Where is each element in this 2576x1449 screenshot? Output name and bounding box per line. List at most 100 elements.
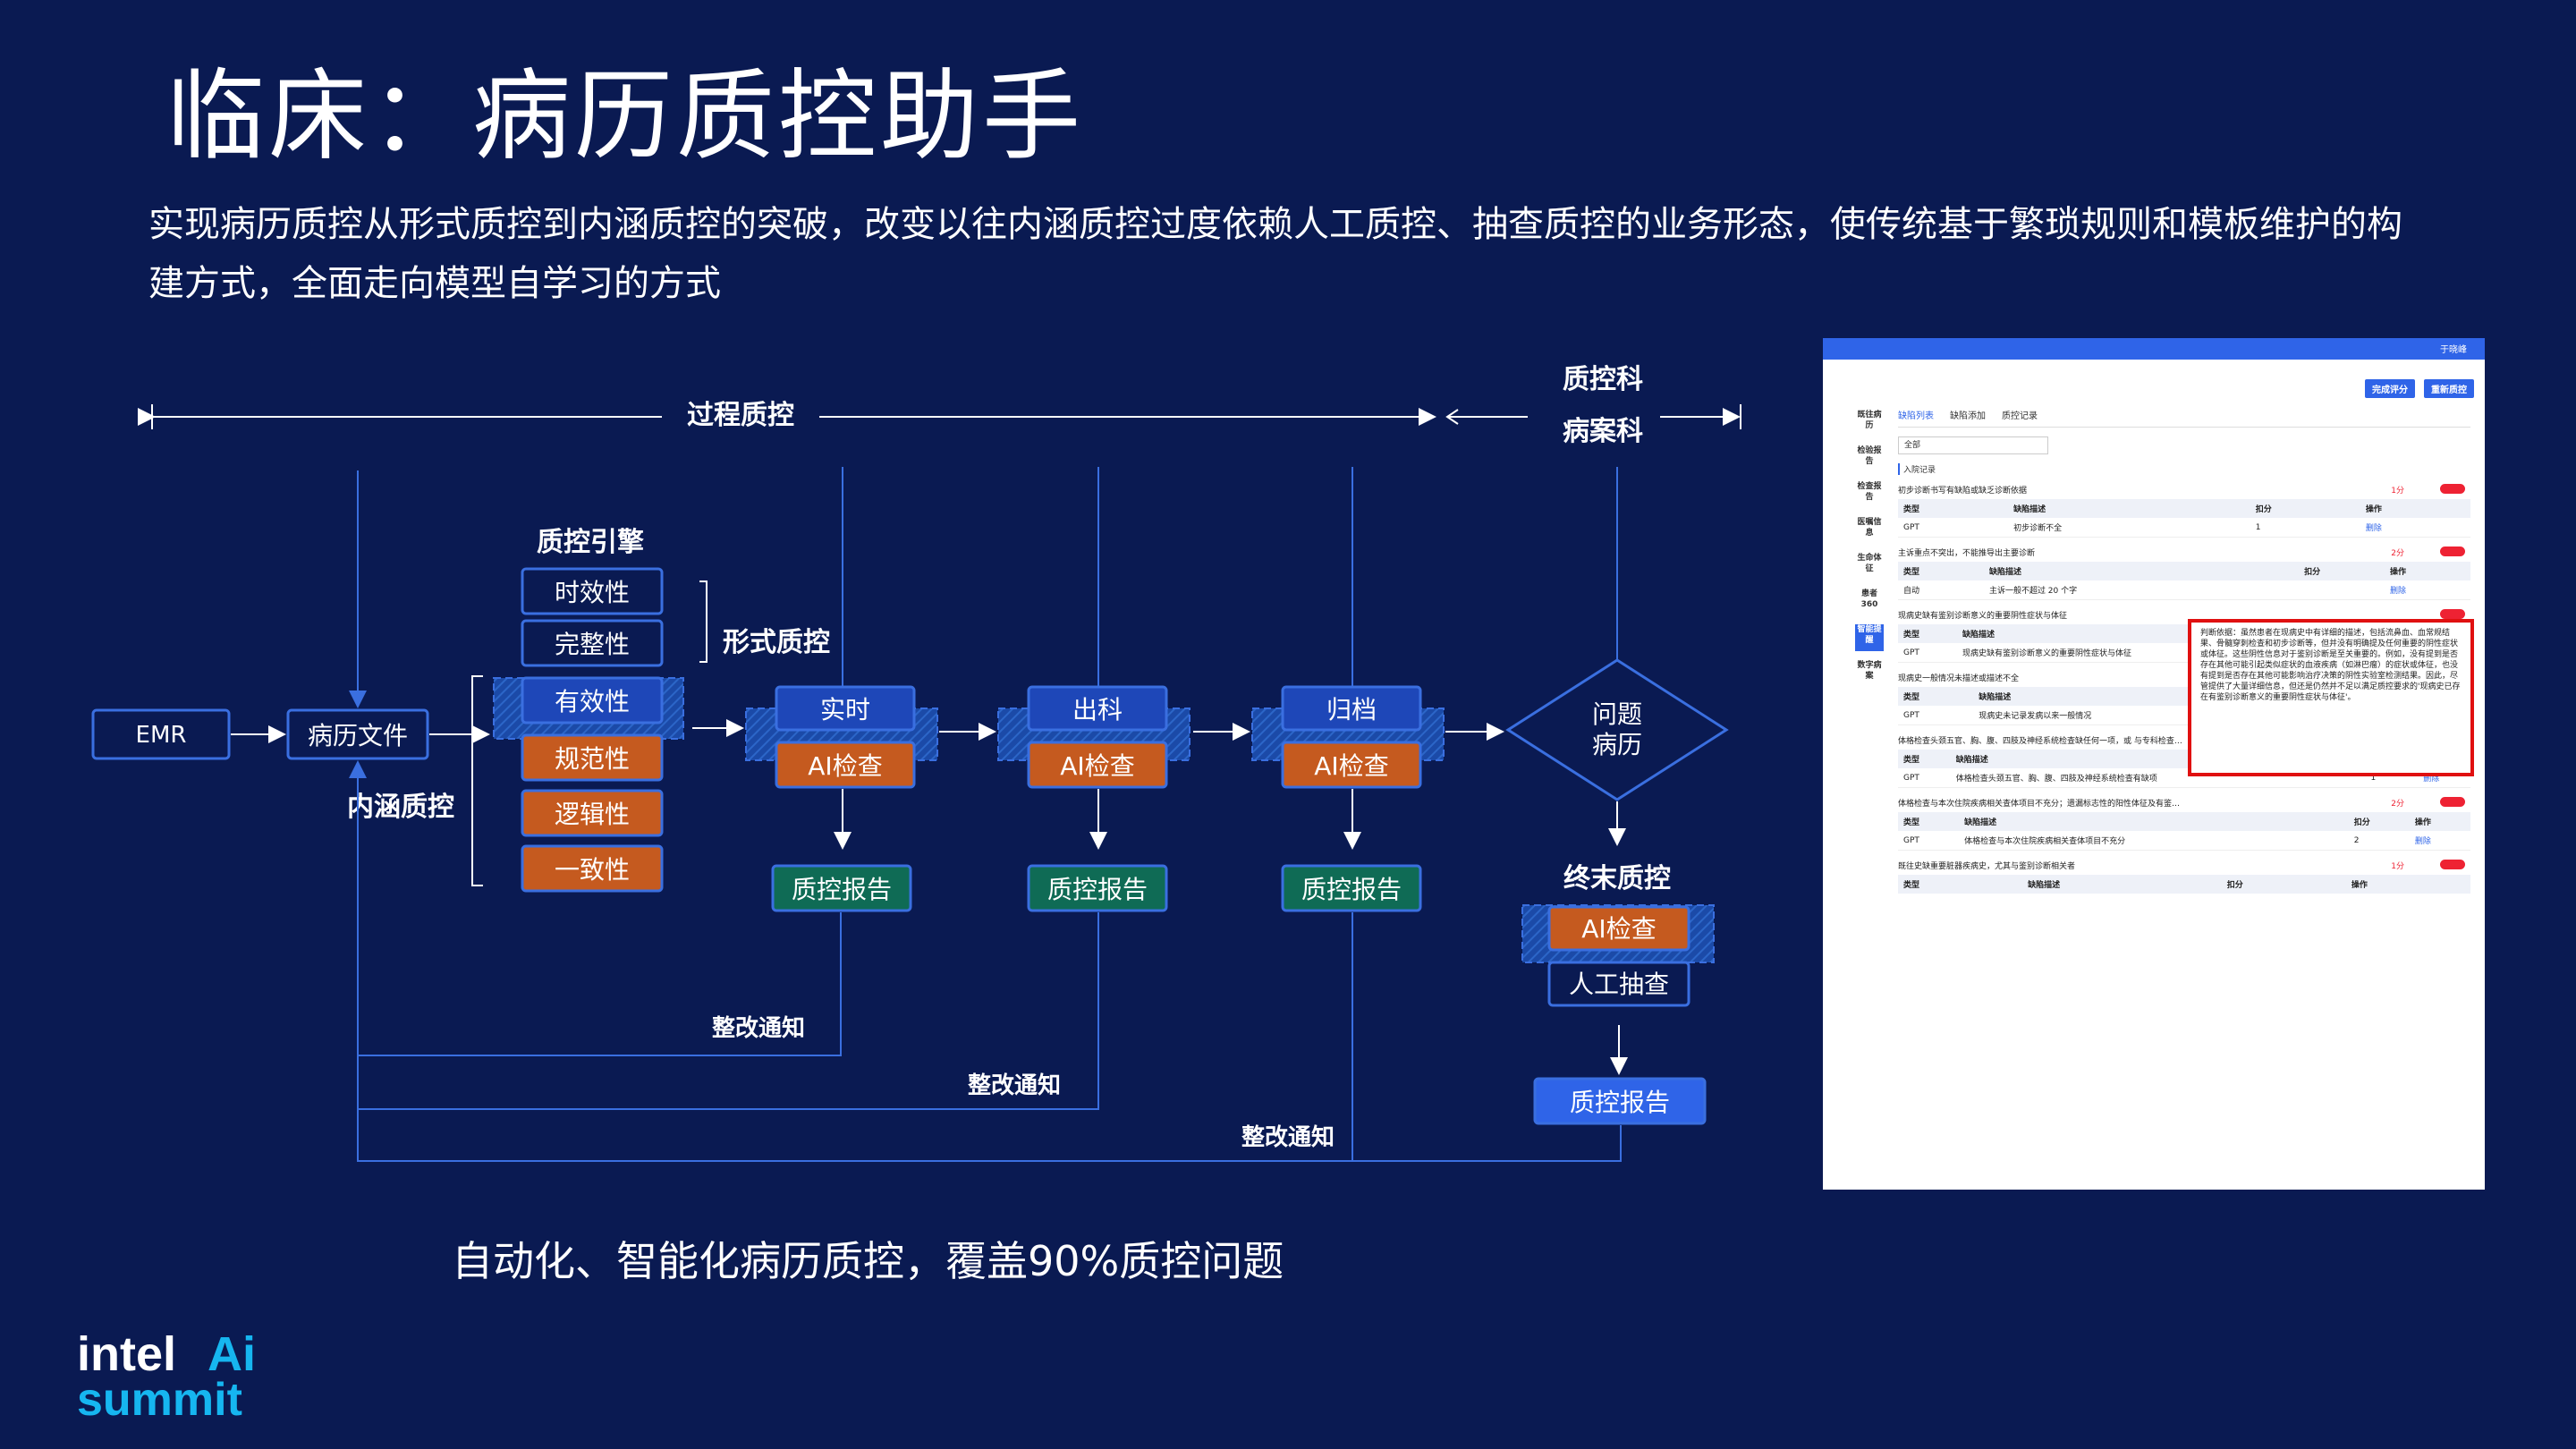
svg-text:intel: intel: [77, 1327, 176, 1381]
table-header-cell: 类型: [1898, 562, 1984, 580]
final-report: 质控报告: [1533, 1077, 1707, 1125]
table-cell: 1: [2250, 518, 2360, 538]
table-cell: 体格检查与本次住院疾病相关查体项目不充分: [1959, 831, 2349, 851]
svg-text:AI检查: AI检查: [808, 751, 882, 781]
svg-text:人工抽查: 人工抽查: [1569, 970, 1669, 999]
side-item-vitals[interactable]: 生命体征: [1857, 554, 1882, 573]
dept-records-label: 病案科: [1563, 416, 1643, 447]
delete-link[interactable]: 删除: [2385, 580, 2470, 600]
engine-item-completeness: 完整性: [521, 619, 664, 667]
table-header-cell: 扣分: [2221, 875, 2346, 894]
defect-item-title: 体格检查与本次住院疾病相关查体项目不充分；遗漏标志性的阳性体征及有鉴…: [1898, 800, 2181, 809]
deduct-toggle[interactable]: [2440, 609, 2465, 619]
side-item-exam[interactable]: 检查报告: [1857, 482, 1882, 502]
side-item-history[interactable]: 既往病历: [1857, 411, 1882, 430]
stage-discharge: 出科 AI检查 质控报告: [997, 467, 1191, 912]
emr-label: EMR: [136, 722, 187, 749]
tab-defect-add[interactable]: 缺陷添加: [1950, 411, 1986, 421]
final-qc-title: 终末质控: [1563, 863, 1671, 894]
deduct-toggle[interactable]: [2440, 484, 2465, 494]
defect-item-title: 初步诊断书写有缺陷或缺乏诊断依据: [1898, 487, 2028, 496]
table-header-cell: 扣分: [2250, 499, 2360, 518]
table-header-cell: 类型: [1898, 624, 1957, 643]
connotation-qc-label: 内涵质控: [347, 792, 454, 823]
svg-text:病历: 病历: [1592, 730, 1642, 759]
defect-item-title: 既往史缺重要脏器疾病史，尤其与鉴别诊断相关者: [1898, 862, 2076, 871]
svg-text:实时: 实时: [820, 695, 870, 724]
defect-table: 类型缺陷描述扣分操作自动主诉一般不超过 20 个字删除: [1898, 562, 2470, 600]
record-file-label: 病历文件: [308, 721, 408, 750]
screenshot-sidebar: 既往病历 检验报告 检查报告 医嘱信息 生命体征 患者360 智能提醒 数字病案: [1855, 410, 1884, 696]
svg-text:summit: summit: [77, 1374, 242, 1424]
svg-text:归档: 归档: [1326, 695, 1377, 724]
table-header-cell: 缺陷描述: [2008, 499, 2250, 518]
final-ai-check: AI检查: [1521, 904, 1715, 963]
delete-link[interactable]: 删除: [2360, 518, 2470, 538]
problem-record-diamond: 问题 病历: [1505, 467, 1729, 801]
defect-item-score: 2分: [2391, 549, 2404, 558]
defect-item-score: 2分: [2391, 800, 2404, 809]
svg-text:逻辑性: 逻辑性: [555, 800, 630, 829]
defect-item-title: 现病史缺有鉴别诊断意义的重要阴性症状与体征: [1898, 612, 2068, 621]
defect-item-title: 现病史一般情况未描述或描述不全: [1898, 674, 2020, 683]
intel-ai-summit-logo: intel Ai summit: [77, 1327, 256, 1424]
delete-link[interactable]: 删除: [2409, 831, 2470, 851]
engine-item-validity: 有效性: [521, 676, 664, 724]
side-item-orders[interactable]: 医嘱信息: [1857, 518, 1882, 538]
table-header-cell: 类型: [1898, 875, 2023, 894]
table-cell: 主诉一般不超过 20 个字: [1983, 580, 2300, 600]
engine-item-timeliness: 时效性: [521, 567, 664, 615]
table-header-cell: 扣分: [2299, 562, 2385, 580]
rectify-notice-2: 整改通知: [968, 1072, 1061, 1099]
process-qc-label: 过程质控: [687, 400, 794, 431]
deduct-toggle[interactable]: [2440, 797, 2465, 807]
table-cell: GPT: [1898, 706, 1974, 725]
side-item-patient360[interactable]: 患者360: [1860, 589, 1878, 609]
page-subtitle: 实现病历质控从形式质控到内涵质控的突破，改变以往内涵质控过度依赖人工质控、抽查质…: [148, 204, 2402, 304]
tab-qc-record[interactable]: 质控记录: [2002, 411, 2038, 421]
defect-item-score: 1分: [2391, 862, 2404, 871]
svg-text:质控报告: 质控报告: [1570, 1088, 1670, 1117]
svg-text:一致性: 一致性: [555, 855, 630, 885]
side-item-lab[interactable]: 检验报告: [1857, 446, 1882, 466]
judgement-popup: 判断依据：虽然患者在现病史中有详细的描述，包括流鼻血、血常规结果、骨髓穿刺检查和…: [2188, 619, 2474, 776]
rectify-notice-1: 整改通知: [712, 1014, 805, 1042]
table-header-cell: 类型: [1898, 499, 2009, 518]
svg-text:Ai: Ai: [208, 1327, 256, 1381]
svg-text:出科: 出科: [1072, 695, 1123, 724]
formal-bracket: [699, 580, 708, 663]
filter-select[interactable]: 全部: [1898, 436, 2048, 454]
connotation-bracket: [471, 675, 483, 886]
defect-item: 体格检查头颈五官、胸、腹、四肢及神经系统检查缺任何一项，或 与专科检查…1分类型…: [1898, 734, 2470, 788]
defect-item-title: 主诉重点不突出，不能推导出主要诊断: [1898, 549, 2036, 558]
deduct-toggle[interactable]: [2440, 860, 2465, 869]
deduct-toggle[interactable]: [2440, 547, 2465, 556]
engine-item-consistency: 一致性: [521, 844, 664, 893]
side-item-digital-record[interactable]: 数字病案: [1857, 661, 1882, 681]
table-header-cell: 扣分: [2348, 812, 2410, 831]
section-title: 入院记录: [1898, 463, 2470, 475]
stage-archive: 归档 AI检查 质控报告: [1251, 467, 1445, 912]
svg-text:有效性: 有效性: [555, 687, 630, 716]
redo-qc-button[interactable]: 重新质控: [2424, 379, 2474, 398]
table-cell: 自动: [1898, 580, 1984, 600]
table-header-cell: 操作: [2385, 562, 2470, 580]
tab-defect-list[interactable]: 缺陷列表: [1898, 411, 1934, 421]
complete-score-button[interactable]: 完成评分: [2365, 379, 2415, 398]
defect-item-title: 体格检查头颈五官、胸、腹、四肢及神经系统检查缺任何一项，或 与专科检查…: [1898, 737, 2182, 746]
svg-text:AI检查: AI检查: [1314, 751, 1388, 781]
side-item-smart-alert[interactable]: 智能提醒: [1855, 624, 1884, 651]
table-cell: 初步诊断不全: [2008, 518, 2250, 538]
final-manual-check: 人工抽查: [1547, 961, 1690, 1007]
table-header-cell: 类型: [1898, 750, 1951, 768]
table-cell: GPT: [1898, 768, 1951, 788]
engine-item-normativity: 规范性: [521, 733, 664, 782]
defect-table: 类型缺陷描述扣分操作: [1898, 875, 2470, 894]
table-cell: GPT: [1898, 643, 1957, 663]
table-header-cell: 缺陷描述: [1959, 812, 2349, 831]
svg-text:AI检查: AI检查: [1060, 751, 1134, 781]
feedback-loops: [349, 760, 1622, 1162]
rectify-notice-3: 整改通知: [1241, 1123, 1335, 1151]
